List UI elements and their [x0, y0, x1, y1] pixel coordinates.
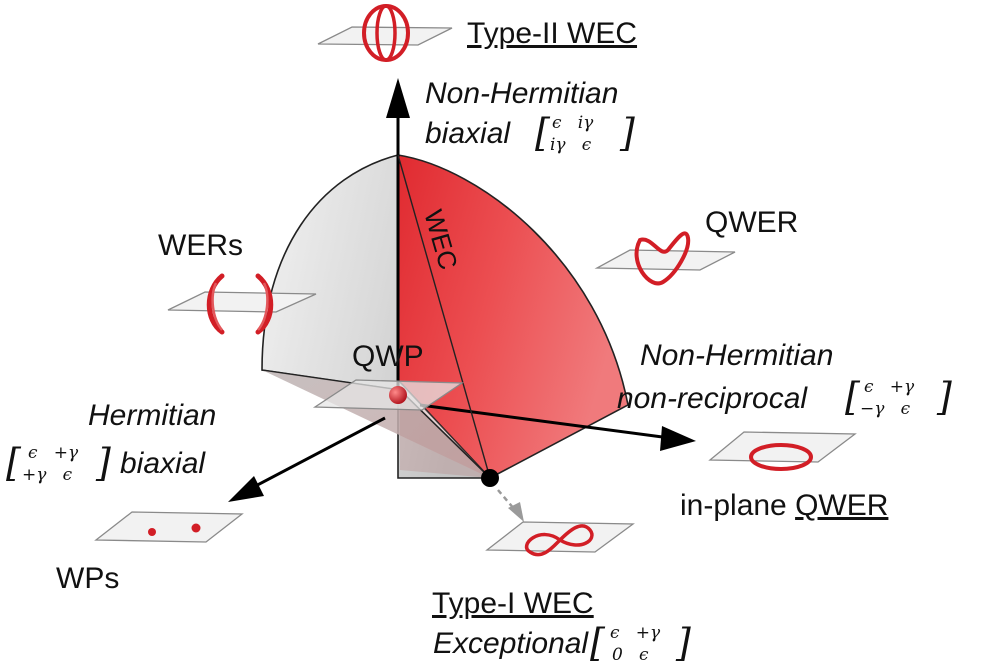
nh-biaxial-matrix: [ ϵ iγ iγ ϵ ]: [535, 111, 635, 155]
wers-label: WERs: [158, 229, 243, 262]
svg-text:+γ ϵ: +γ ϵ: [22, 465, 73, 485]
type2-wec-ring-inner: [375, 4, 397, 62]
red-octant-surface: [397, 154, 629, 479]
qwp-label: QWP: [352, 340, 424, 373]
nh-biaxial-line1: Non-Hermitian: [425, 77, 618, 110]
nh-biaxial-line2: biaxial: [425, 117, 511, 150]
svg-text:ϵ iγ: ϵ iγ: [552, 113, 594, 133]
hermitian-line1: Hermitian: [88, 399, 216, 432]
exceptional-point-dot: [481, 469, 499, 487]
type1-wec-label: Type-I WEC: [432, 587, 594, 620]
wers-arc-left: [206, 273, 225, 335]
wers-plane: [167, 291, 317, 313]
type1-wec-plane: [485, 521, 635, 553]
wers-arc-left-inner: [211, 282, 224, 331]
qwer-plane: [594, 249, 736, 271]
wers-arc-right-inner: [256, 282, 269, 331]
nh-nonrecip-line2: non-reciprocal: [617, 382, 808, 415]
qwer-label: QWER: [705, 206, 798, 239]
inplane-qwer-ring: [749, 443, 813, 471]
wp-point-2: [191, 523, 201, 533]
wec-line: [397, 154, 491, 479]
hermitian-matrix: [ ϵ +γ +γ ϵ ]: [6, 441, 111, 485]
type2-wec-label: Type-II WEC: [467, 17, 637, 50]
right-axis-arrow: [419, 403, 671, 440]
svg-text:ϵ +γ: ϵ +γ: [28, 443, 79, 463]
dashed-arrow-head: [508, 502, 524, 522]
red-octant-inner-face: [398, 155, 490, 478]
wp-point-1: [148, 528, 156, 536]
svg-text:]: ]: [675, 621, 691, 665]
svg-text:−γ ϵ: −γ ϵ: [860, 399, 911, 419]
vertical-axis-head: [386, 78, 410, 118]
svg-text:[: [: [845, 375, 861, 419]
exceptional-matrix: [ ϵ +γ 0 ϵ ]: [590, 621, 691, 665]
svg-text:[: [: [590, 621, 606, 665]
qwp-plane: [312, 379, 465, 411]
inplane-qwer-text: QWER: [795, 489, 888, 522]
svg-text:in-plane QWER: in-plane QWER: [680, 489, 888, 522]
svg-text:ϵ +γ: ϵ +γ: [610, 623, 661, 643]
svg-text:[: [: [535, 111, 551, 155]
right-axis-head: [660, 426, 696, 451]
type1-wec-figure-eight: [524, 524, 594, 557]
left-axis-arrow: [247, 416, 386, 492]
exceptional-label: Exceptional: [433, 627, 589, 660]
nh-nonrecip-matrix: [ ϵ +γ −γ ϵ ]: [845, 375, 952, 419]
svg-text:ϵ +γ: ϵ +γ: [864, 377, 915, 397]
svg-text:]: ]: [95, 441, 111, 485]
wps-label: WPs: [56, 562, 119, 595]
nh-nonrecip-line1: Non-Hermitian: [640, 339, 833, 372]
wps-plane: [94, 511, 244, 543]
svg-text:0 ϵ: 0 ϵ: [612, 645, 649, 665]
svg-text:iγ ϵ: iγ ϵ: [550, 135, 592, 155]
inplane-prefix: in-plane: [680, 489, 795, 522]
svg-text:]: ]: [936, 375, 952, 419]
hermitian-line2: biaxial: [120, 447, 206, 480]
svg-text:]: ]: [619, 111, 635, 155]
left-axis-head: [228, 476, 264, 502]
qwer-ring: [634, 231, 691, 286]
inplane-qwer-label: in-plane QWER: [680, 489, 888, 522]
wers-arc-right: [255, 273, 274, 335]
svg-text:[: [: [6, 441, 22, 485]
qwp-point: [389, 386, 407, 404]
type2-wec-plane: [317, 26, 453, 46]
